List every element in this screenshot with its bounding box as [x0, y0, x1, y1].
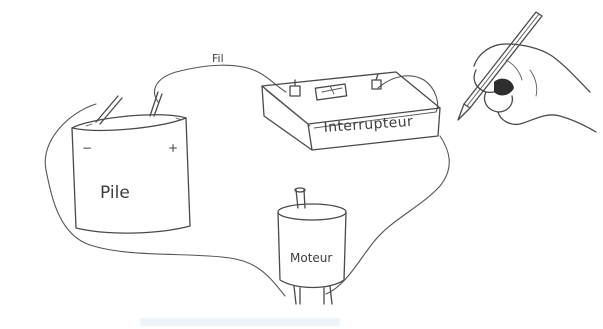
switch-lever — [314, 83, 348, 101]
circuit-wire-right — [325, 135, 450, 295]
circuit-wire — [44, 103, 286, 297]
circuit-wire-top-right — [377, 75, 439, 113]
switch-label: Interrupteur — [323, 114, 414, 136]
wire-label: Fil — [212, 52, 224, 65]
battery-negative-label: − — [82, 141, 92, 155]
hand-drawing-pencil-illustration — [457, 11, 597, 133]
switch-terminal-left — [289, 79, 301, 97]
switch: Interrupteur — [261, 71, 441, 151]
hand-shadow — [494, 78, 514, 96]
bottom-strip — [140, 318, 340, 326]
battery-label: Pile — [100, 183, 130, 203]
motor-label: Moteur — [290, 251, 332, 265]
motor: Moteur — [277, 187, 347, 305]
battery-positive-label: + — [168, 141, 178, 155]
battery: − + Pile — [71, 91, 191, 234]
circuit-wire-top-left — [154, 64, 287, 103]
switch-terminal-right — [371, 73, 382, 90]
